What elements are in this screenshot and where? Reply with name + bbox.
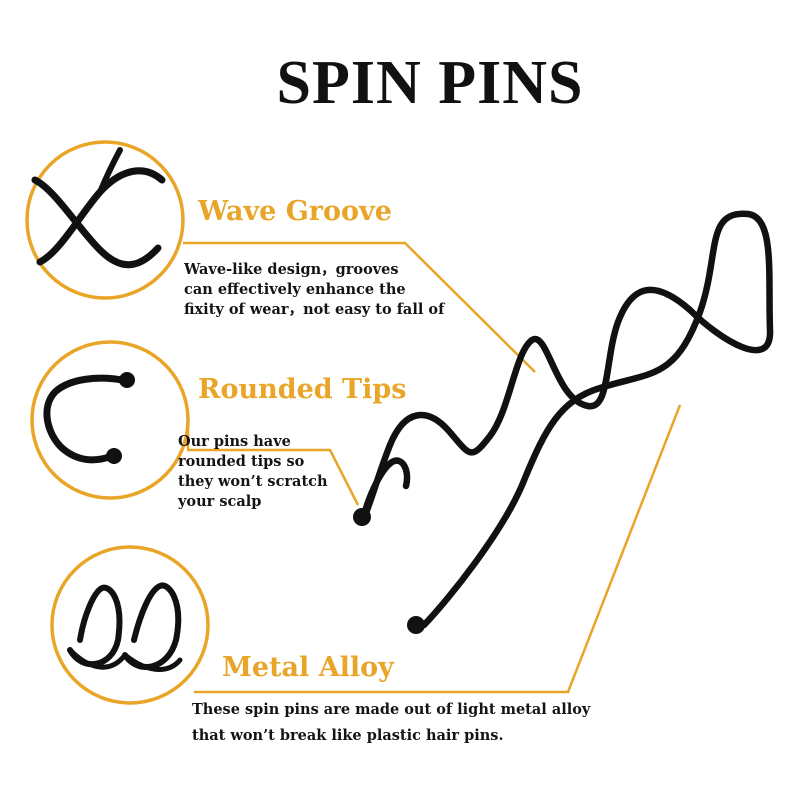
metal-alloy-zoom-circle bbox=[50, 545, 210, 705]
wave-groove-line-2: can effectively enhance the bbox=[184, 281, 406, 298]
rounded-tips-line-1: Our pins have bbox=[178, 433, 291, 450]
spin-pin-bottom-tip bbox=[407, 616, 425, 634]
wave-groove-line-3: fixity of wear，not easy to fall of bbox=[184, 301, 445, 318]
rounded-tips-line-2: rounded tips so bbox=[178, 453, 305, 470]
metal-alloy-detail-icon bbox=[67, 582, 183, 672]
metal-alloy-description: These spin pins are made out of light me… bbox=[192, 697, 590, 749]
metal-alloy-callout-line bbox=[194, 404, 682, 694]
rounded-tips-line-3: they won’t scratch bbox=[178, 473, 328, 490]
wave-groove-heading: Wave Groove bbox=[198, 196, 392, 227]
spin-pin-top-tip bbox=[353, 508, 371, 526]
rounded-tips-zoom-circle bbox=[30, 340, 190, 500]
wave-groove-callout-line bbox=[183, 241, 536, 373]
wave-groove-detail-icon bbox=[31, 147, 166, 269]
rounded-tips-heading: Rounded Tips bbox=[198, 374, 407, 405]
rounded-tips-line-4: your scalp bbox=[178, 493, 262, 510]
metal-alloy-line-2: that won’t break like plastic hair pins. bbox=[192, 727, 504, 744]
spin-pin-illustration bbox=[358, 210, 774, 629]
wave-groove-description: Wave-like design，grooves can effectively… bbox=[184, 260, 444, 320]
metal-alloy-line-1: These spin pins are made out of light me… bbox=[192, 701, 591, 718]
page-title: SPIN PINS bbox=[276, 49, 584, 117]
wave-groove-line-1: Wave-like design，grooves bbox=[184, 261, 399, 278]
rounded-tip-detail-icon bbox=[43, 372, 135, 464]
metal-alloy-heading: Metal Alloy bbox=[222, 652, 394, 683]
rounded-tips-description: Our pins have rounded tips so they won’t… bbox=[178, 432, 328, 512]
wave-groove-zoom-circle bbox=[25, 140, 185, 300]
